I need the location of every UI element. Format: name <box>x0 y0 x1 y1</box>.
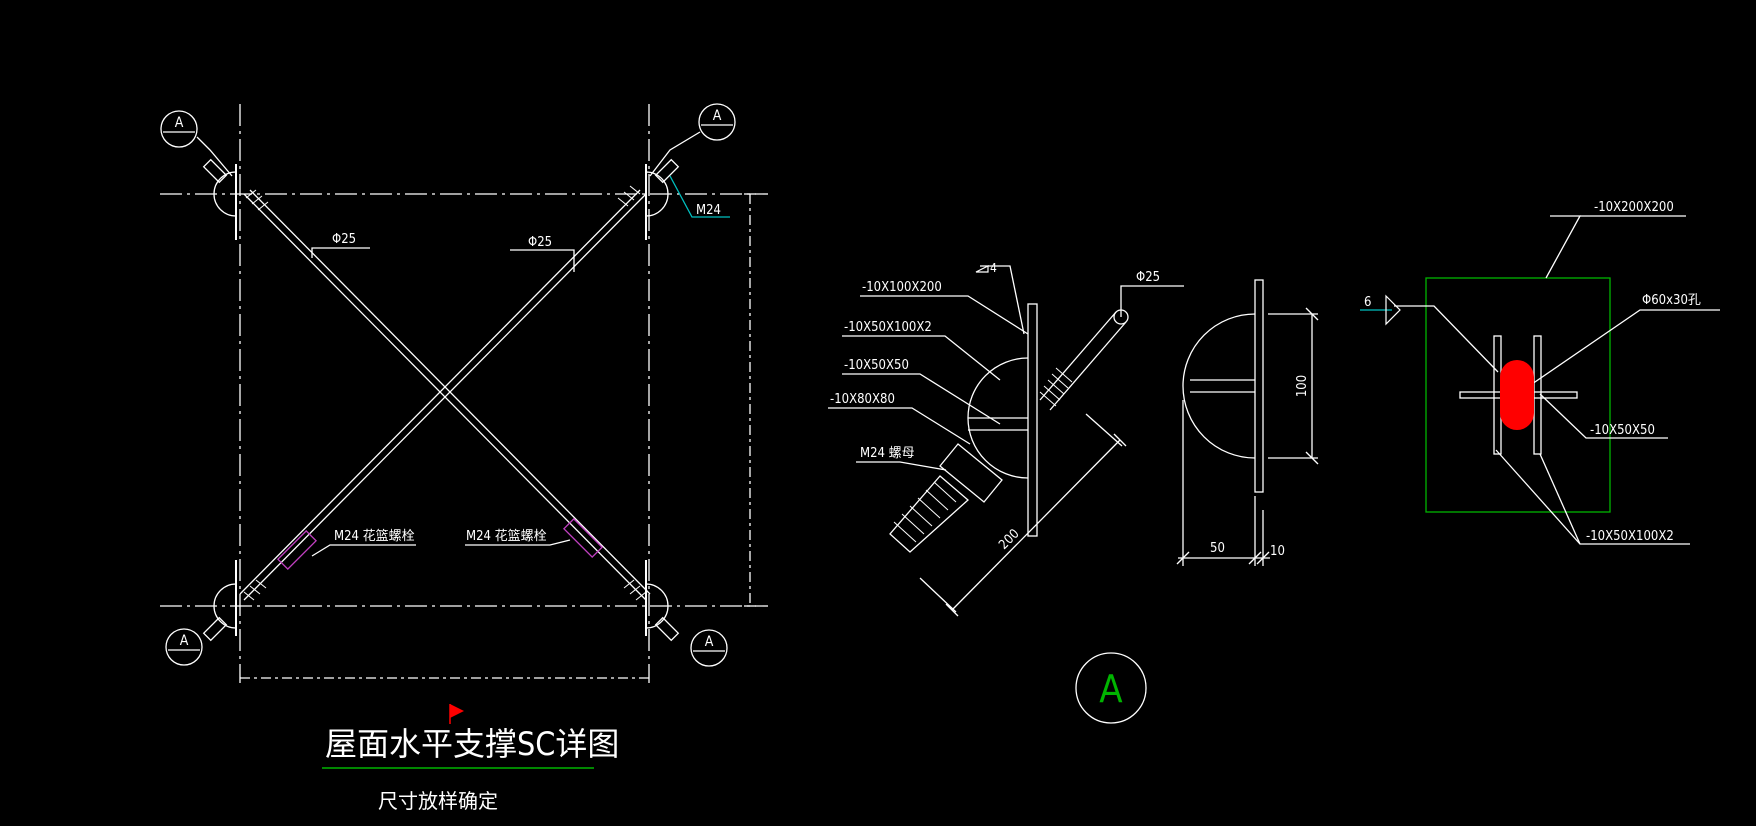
detail-a-ext <box>919 577 957 613</box>
bolt-bl <box>202 616 228 642</box>
detail-a-rod-thread <box>1039 367 1073 407</box>
detail-a-plate-2-label: -10X50X100X2 <box>844 320 932 335</box>
detail-b-plate-top-label: -10X200X200 <box>1594 200 1674 215</box>
weld-symbol-4 <box>975 265 989 273</box>
front-dim-50-label: 50 <box>1210 541 1225 556</box>
bolt-tl <box>202 158 228 184</box>
leader-m24 <box>669 175 730 218</box>
front-gusset-top <box>1182 313 1256 387</box>
leader-rod-left <box>311 247 370 258</box>
detail-b-weld-label: 6 <box>1364 295 1371 310</box>
callout-tr-letter: A <box>713 108 722 124</box>
detail-a-rod <box>1039 311 1117 401</box>
detail-a-plate-4-label: -10X80X80 <box>830 392 895 407</box>
detail-b <box>1360 215 1720 545</box>
front-dim-10-label: 10 <box>1270 544 1285 559</box>
callout-tl <box>160 110 198 148</box>
leader-turnbuckle-left <box>311 544 416 557</box>
detail-b-hole-label: Φ60x30孔 <box>1642 293 1701 308</box>
flag-icon <box>450 704 464 718</box>
leader-bottom-2 <box>1539 453 1581 545</box>
leader-rod-right <box>510 249 575 272</box>
leader-nut <box>856 461 947 471</box>
callout-br-letter: A <box>705 634 714 650</box>
front-dim-tick <box>1305 307 1319 321</box>
detail-a-bolt-thread <box>893 481 957 543</box>
thread-marks <box>243 185 647 601</box>
rod-left-label: Φ25 <box>332 232 356 247</box>
leader-rod <box>1120 285 1184 317</box>
detail-a <box>828 265 1184 617</box>
detail-a-nut <box>939 443 1003 503</box>
callout-br <box>690 629 728 667</box>
callout-bl <box>165 628 203 666</box>
detail-a-dim-tick <box>945 603 959 617</box>
front-dim-tick <box>1305 451 1319 465</box>
detail-a-dim-200 <box>951 439 1121 611</box>
detail-a-rod-label: Φ25 <box>1136 270 1160 285</box>
bolt-tr <box>654 158 680 184</box>
gusset-br <box>645 583 669 629</box>
detail-a-nut-label: M24 螺母 <box>860 446 915 461</box>
front-dim-tick <box>1176 551 1190 565</box>
callout-tl-letter: A <box>175 115 184 131</box>
callout-bl-letter: A <box>180 633 189 649</box>
detail-a-plate <box>1027 303 1038 537</box>
leader-weld-6 <box>1394 305 1499 373</box>
leader-tr <box>649 131 701 177</box>
front-dim-tick <box>1256 551 1270 565</box>
detail-a-front <box>1176 279 1319 566</box>
detail-b-side-label: -10X50X50 <box>1590 423 1655 438</box>
detail-a-marker-letter: A <box>1099 667 1123 711</box>
detail-a-rod <box>1049 321 1127 411</box>
front-dim-tick <box>1248 551 1262 565</box>
detail-a-marker <box>1075 652 1147 724</box>
plan-view <box>160 103 768 769</box>
callout-tr <box>698 103 736 141</box>
weld-symbol-6 <box>1385 294 1401 326</box>
front-plate <box>1254 279 1264 493</box>
detail-a-ext <box>1085 413 1123 447</box>
detail-a-plate-1-label: -10X100X200 <box>862 280 942 295</box>
plan-subtitle: 尺寸放样确定 <box>378 789 498 813</box>
gusset-tr <box>645 171 669 217</box>
detail-a-dim-tick <box>1113 433 1127 447</box>
front-gusset-bottom <box>1182 385 1256 459</box>
turnbuckle-left-label: M24 花篮螺栓 <box>334 528 415 544</box>
leader-plate-1 <box>860 295 1029 335</box>
detail-a-bolt <box>889 475 969 553</box>
leader-hole <box>1531 309 1720 385</box>
leader-plate-2 <box>842 335 1001 381</box>
gusset-bl <box>213 583 237 629</box>
detail-b-bottom-label: -10X50X100X2 <box>1586 529 1674 544</box>
detail-a-weld-label: 4 <box>990 261 997 275</box>
detail-b-plate <box>1425 277 1611 513</box>
leader-plate-4 <box>828 407 971 445</box>
leader-turnbuckle-right <box>465 539 571 546</box>
leader-weld-4 <box>980 265 1025 335</box>
rod-b-edge <box>239 189 641 595</box>
gusset-tl <box>213 171 237 217</box>
detail-b-slot-hole <box>1500 360 1534 430</box>
turnbuckle-right-label: M24 花篮螺栓 <box>466 528 547 544</box>
leader-side <box>1539 393 1668 439</box>
detail-a-plate-3-label: -10X50X50 <box>844 358 909 373</box>
bolt-m24-label: M24 <box>696 203 721 218</box>
plan-title: 屋面水平支撑SC详图 <box>325 725 619 763</box>
leader-plate-3 <box>842 373 1001 425</box>
turnbuckle-left <box>276 529 318 571</box>
rod-b-edge <box>243 193 647 601</box>
front-dim-100-label: 100 <box>1295 375 1310 397</box>
bolt-br <box>654 616 680 642</box>
leader-tl <box>196 136 233 177</box>
rod-right-label: Φ25 <box>528 235 552 250</box>
turnbuckle-right <box>562 517 604 559</box>
